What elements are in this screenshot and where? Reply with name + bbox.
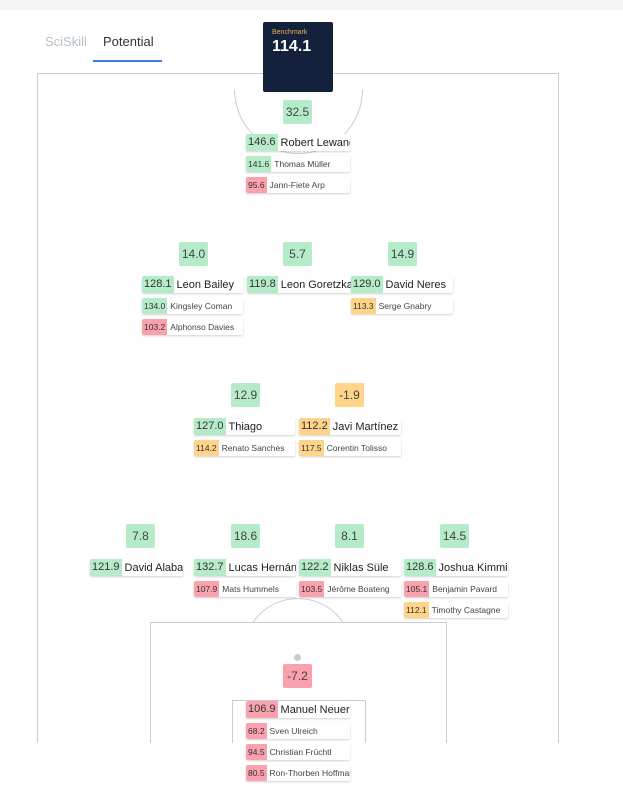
player-name: Sven Ulreich bbox=[269, 726, 318, 736]
player-name: Alphonso Davies bbox=[170, 322, 235, 332]
player-rating: 119.8 bbox=[247, 276, 278, 293]
player-rating: 128.6 bbox=[404, 559, 436, 576]
position-score: 14.0 bbox=[179, 242, 208, 266]
benchmark-badge: Benchmark 114.1 bbox=[263, 22, 333, 92]
position-score: 14.9 bbox=[388, 242, 417, 266]
player-rating: 112.2 bbox=[299, 418, 330, 435]
player-name: Serge Gnabry bbox=[378, 301, 432, 311]
position-score: 12.9 bbox=[231, 383, 260, 407]
player-name: Lucas Hernández bbox=[228, 561, 296, 574]
player-rating: 141.6 bbox=[246, 156, 272, 172]
player-name: Renato Sanches bbox=[221, 443, 285, 453]
player-name: Christian Früchtl bbox=[269, 747, 332, 757]
player-rating: 129.0 bbox=[351, 276, 383, 293]
position-score: 5.7 bbox=[283, 242, 312, 266]
player-rating: 113.3 bbox=[351, 298, 376, 314]
player-name: Timothy Castagne bbox=[431, 605, 501, 615]
player-name: David Alaba bbox=[124, 561, 183, 574]
penalty-spot bbox=[294, 654, 301, 661]
player-rating: 94.5 bbox=[246, 744, 267, 760]
tab-sciskill[interactable]: SciSkill bbox=[45, 34, 87, 49]
player-rating: 68.2 bbox=[246, 723, 267, 739]
tab-potential[interactable]: Potential bbox=[103, 34, 154, 49]
player-name: Leon Bailey bbox=[176, 278, 235, 291]
benchmark-value: 114.1 bbox=[272, 38, 312, 55]
position-score: 7.8 bbox=[126, 524, 155, 548]
penalty-box bbox=[150, 622, 447, 743]
top-bar bbox=[0, 0, 623, 10]
position-score: -7.2 bbox=[283, 664, 312, 688]
player-rating: 127.0 bbox=[194, 418, 226, 435]
player-rating: 132.7 bbox=[194, 559, 226, 576]
player-name: Leon Goretzka bbox=[280, 278, 351, 291]
player-rating: 117.5 bbox=[299, 440, 324, 456]
player-name: Benjamin Pavard bbox=[432, 584, 498, 594]
player-name: David Neres bbox=[385, 278, 447, 291]
player-rating: 80.5 bbox=[246, 765, 267, 781]
player-rating: 128.1 bbox=[142, 276, 174, 293]
player-name: Thiago bbox=[228, 420, 263, 433]
player-rating: 146.6 bbox=[246, 134, 278, 151]
position-score: 18.6 bbox=[231, 524, 260, 548]
position-score: 32.5 bbox=[283, 100, 312, 124]
player-name: Thomas Müller bbox=[274, 159, 331, 169]
position-score: -1.9 bbox=[335, 383, 364, 407]
player-rating: 95.6 bbox=[246, 177, 267, 193]
player-rating: 121.9 bbox=[90, 559, 122, 576]
player-rating: 105.1 bbox=[404, 581, 430, 597]
player-name: Ron-Thorben Hoffmann bbox=[269, 768, 350, 778]
player-name: Joshua Kimmich bbox=[438, 561, 508, 574]
player-name: Niklas Süle bbox=[333, 561, 389, 574]
player-rating: 112.1 bbox=[404, 602, 429, 618]
position-score: 8.1 bbox=[335, 524, 364, 548]
player-rating: 122.2 bbox=[299, 559, 331, 576]
player-rating: 114.2 bbox=[194, 440, 219, 456]
player-name: Manuel Neuer bbox=[280, 703, 350, 716]
player-rating: 107.9 bbox=[194, 581, 220, 597]
benchmark-label: Benchmark bbox=[272, 29, 308, 36]
player-name: Robert Lewandowski bbox=[280, 136, 350, 149]
position-score: 14.5 bbox=[440, 524, 469, 548]
player-name: Jann-Fiete Arp bbox=[269, 180, 325, 190]
player-name: Jérôme Boateng bbox=[327, 584, 390, 594]
player-name: Javi Martínez bbox=[332, 420, 399, 433]
player-rating: 103.5 bbox=[299, 581, 325, 597]
goal-box bbox=[232, 700, 366, 743]
player-rating: 103.2 bbox=[142, 319, 168, 335]
player-rating: 134.0 bbox=[142, 298, 168, 314]
player-name: Kingsley Coman bbox=[170, 301, 233, 311]
player-name: Corentin Tolisso bbox=[326, 443, 387, 453]
active-tab-indicator bbox=[93, 60, 162, 62]
player-name: Mats Hummels bbox=[222, 584, 279, 594]
player-rating: 106.9 bbox=[246, 701, 278, 718]
